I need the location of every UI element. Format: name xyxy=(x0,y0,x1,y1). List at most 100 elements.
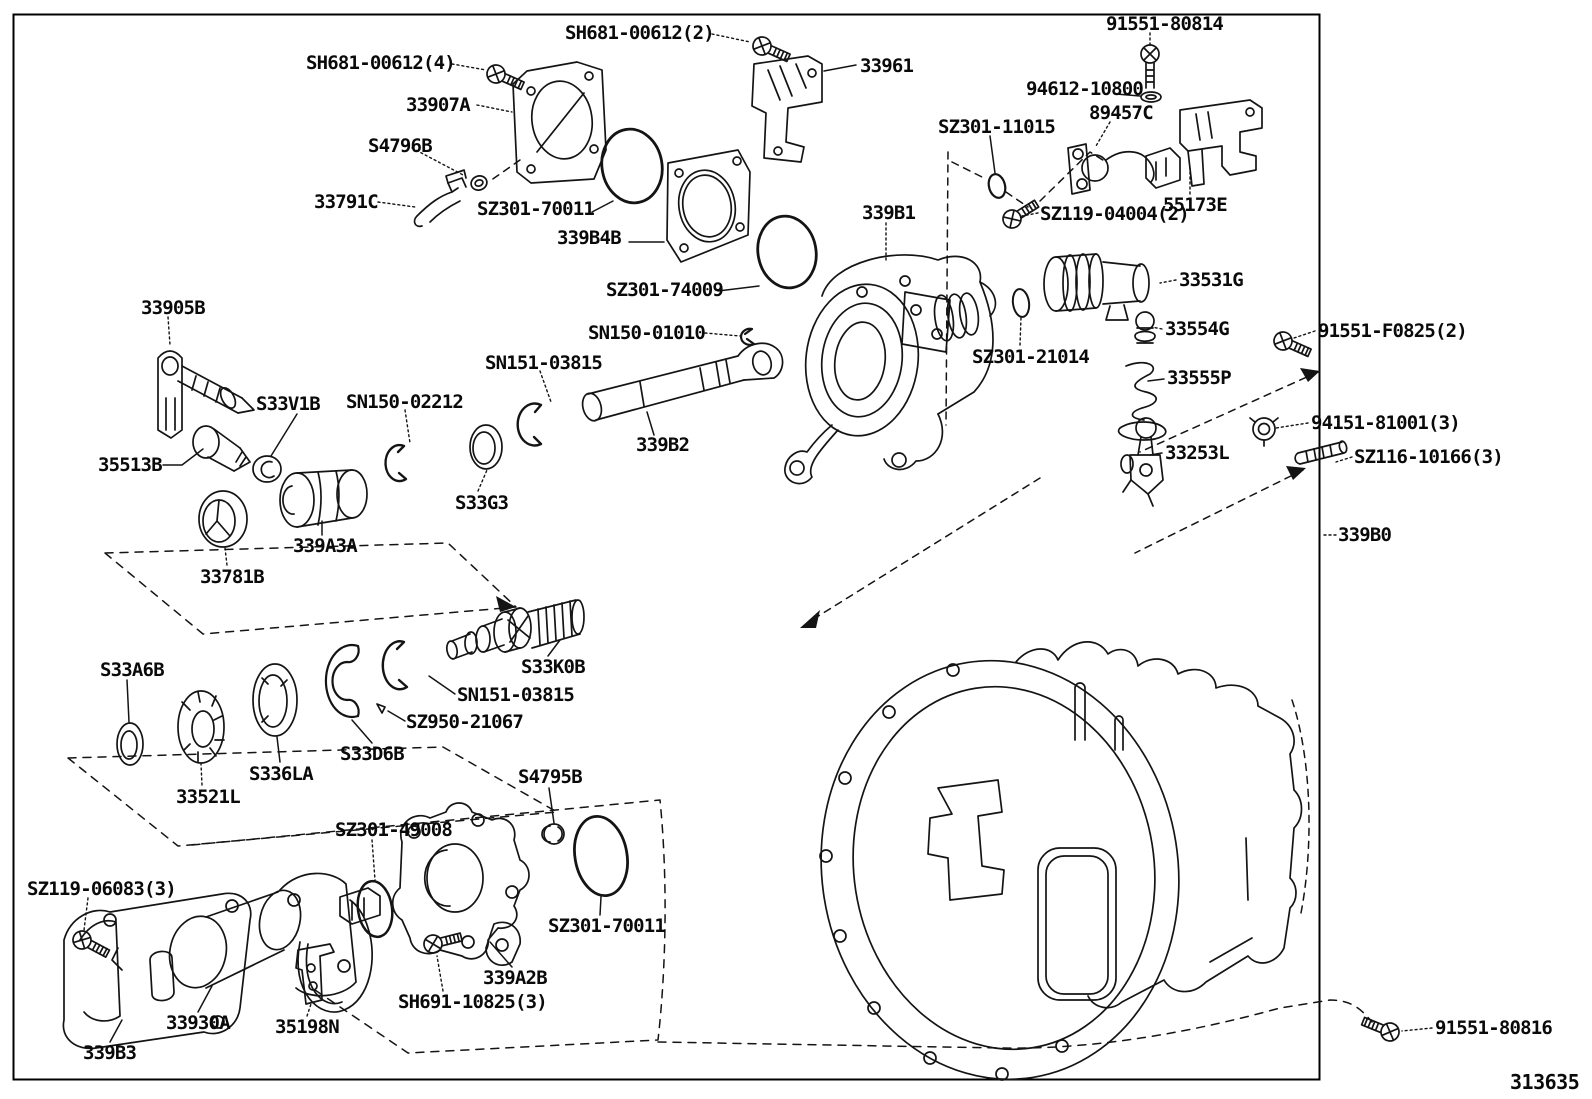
part-label-sn150-01010-20: SN150-01010 xyxy=(588,322,706,344)
bolt-91551-f0825-icon xyxy=(1270,328,1315,362)
part-33555p-spring xyxy=(1117,361,1167,441)
part-label-89457c-11: 89457C xyxy=(1089,102,1154,124)
part-s4796b-clamp xyxy=(470,175,488,191)
part-s33d6b-eclip xyxy=(324,643,360,719)
part-s33a6b-washer xyxy=(116,722,144,766)
part-s33v1b-cap xyxy=(252,455,282,483)
part-339b2-shift-fork-shaft xyxy=(581,342,784,422)
part-sn151-03815-snapring-1 xyxy=(516,402,543,447)
part-label-339b4b-6: 339B4B xyxy=(557,227,622,249)
part-label-sh681-00612-2--0: SH681-00612(2) xyxy=(565,22,715,44)
part-label-94151-81001-3--26: 94151-81001(3) xyxy=(1311,412,1461,434)
part-label-sz301-74009-7: SZ301-74009 xyxy=(606,279,724,301)
part-33791c-breather-hose xyxy=(413,169,467,228)
part-sz301-74009-oring xyxy=(756,214,818,290)
part-transmission-case xyxy=(819,641,1303,1081)
part-label-sz301-21014-21: SZ301-21014 xyxy=(972,346,1090,368)
part-label-s33k0b-36: S33K0B xyxy=(521,656,586,678)
part-sn151-03815-snapring-2 xyxy=(381,640,409,691)
part-sz116-10166-stud xyxy=(1294,440,1348,465)
part-label-55173e-13: 55173E xyxy=(1163,194,1228,216)
part-label-sh681-00612-4--1: SH681-00612(4) xyxy=(306,52,456,74)
bolt-sz119-06083-icon xyxy=(68,926,113,963)
part-339b3-cover xyxy=(62,892,252,1050)
part-s4795b-plug xyxy=(541,823,565,845)
part-33521l-rotor xyxy=(177,690,225,764)
part-89457c-speed-sensor xyxy=(1067,143,1181,195)
dashed-leader-lines xyxy=(489,151,1319,919)
part-339a2b-oil-pump xyxy=(391,802,530,967)
part-label-sz119-04004-2--14: SZ119-04004(2) xyxy=(1040,203,1190,225)
part-label-sz950-21067-38: SZ950-21067 xyxy=(406,711,524,733)
part-label-s33g3-31: S33G3 xyxy=(455,492,509,514)
part-label-33555p-22: 33555P xyxy=(1167,367,1232,389)
bolt-91551-80816-icon xyxy=(1358,1011,1403,1045)
part-label-sn151-03815-23: SN151-03815 xyxy=(485,352,603,374)
figure-number: 313635 xyxy=(1510,1070,1580,1094)
part-label-s4795b-42: S4795B xyxy=(518,766,583,788)
part-sz301-70011-oring-bottom xyxy=(573,814,629,898)
part-33554g-spring-seat xyxy=(1134,311,1156,344)
part-label-sn150-02212-25: SN150-02212 xyxy=(346,391,464,413)
part-33253l-shift-lever xyxy=(1120,417,1164,507)
part-label-33521l-41: 33521L xyxy=(176,786,241,808)
part-label-s33v1b-24: S33V1B xyxy=(256,393,321,415)
part-35513b-plunger xyxy=(192,425,251,472)
part-label-91551-80814-9: 91551-80814 xyxy=(1106,13,1224,35)
part-sz301-21014-oring xyxy=(1011,288,1031,318)
part-label-33531g-16: 33531G xyxy=(1179,269,1244,291)
part-label-33554g-18: 33554G xyxy=(1165,318,1230,340)
part-label-sz301-11015-12: SZ301-11015 xyxy=(938,116,1056,138)
part-sz301-49008-oring xyxy=(356,879,394,939)
part-label-33907a-2: 33907A xyxy=(406,94,471,116)
part-s336la-thrust-washer xyxy=(252,663,298,737)
part-label-35513b-30: 35513B xyxy=(98,454,163,476)
part-label-33253l-28: 33253L xyxy=(1165,442,1230,464)
part-55173e-bracket xyxy=(1179,99,1263,187)
part-sn150-01010-clip xyxy=(740,327,756,346)
part-339b4b-gasket xyxy=(666,149,751,263)
part-label-sz301-70011-5: SZ301-70011 xyxy=(477,198,595,220)
part-339b1-extension-housing xyxy=(784,254,997,485)
part-339a3a-bushing xyxy=(279,469,368,528)
part-label-91551-80816-51: 91551-80816 xyxy=(1435,1017,1553,1039)
part-label-sn151-03815-37: SN151-03815 xyxy=(457,684,575,706)
dotted-leaders xyxy=(83,32,1433,1032)
part-33907a-control-shaft-cover xyxy=(512,61,607,184)
part-label-s33d6b-39: S33D6B xyxy=(340,743,405,765)
part-label-339b1-15: 339B1 xyxy=(862,202,916,224)
solid-leaders xyxy=(109,64,1165,1043)
part-label-s33a6b-35: S33A6B xyxy=(100,659,165,681)
part-sn150-02212-snapring xyxy=(384,443,408,483)
part-label-sh691-10825-3--48: SH691-10825(3) xyxy=(398,991,548,1013)
part-label-33961-8: 33961 xyxy=(860,55,914,77)
arrowheads xyxy=(496,368,1320,628)
part-sz301-11015-oring xyxy=(987,173,1007,199)
part-label-s336la-40: S336LA xyxy=(249,763,314,785)
part-label-35198n-49: 35198N xyxy=(275,1016,340,1038)
group-box-dashed-2 xyxy=(67,746,558,847)
part-91551-80814-bolt xyxy=(1140,44,1160,89)
part-s33g3-ring xyxy=(469,424,503,470)
part-s33k0b-adjusting-screw xyxy=(445,599,585,660)
diagram-border xyxy=(12,13,1321,1081)
part-label-33791c-4: 33791C xyxy=(314,191,379,213)
part-35198n-bracket xyxy=(295,943,335,1005)
part-label-33905b-17: 33905B xyxy=(141,297,206,319)
part-label-339b0-33: 339B0 xyxy=(1338,524,1392,546)
part-label-s4796b-3: S4796B xyxy=(368,135,433,157)
part-94612-10800-washer xyxy=(1140,91,1162,103)
part-label-sz119-06083-3--44: SZ119-06083(3) xyxy=(27,878,177,900)
part-label-339b2-27: 339B2 xyxy=(636,434,690,456)
part-33531g-boot xyxy=(1043,253,1150,321)
part-sz950-21067-pin xyxy=(376,703,386,714)
part-33781b-bushing xyxy=(198,490,248,548)
part-33961-bracket xyxy=(751,55,823,163)
part-label-91551-f0825-2--19: 91551-F0825(2) xyxy=(1318,320,1468,342)
part-label-sz301-70011-45: SZ301-70011 xyxy=(548,915,666,937)
part-label-sz116-10166-3--29: SZ116-10166(3) xyxy=(1354,446,1504,468)
part-label-33781b-34: 33781B xyxy=(200,566,265,588)
part-33905b-shift-fork xyxy=(157,350,255,439)
